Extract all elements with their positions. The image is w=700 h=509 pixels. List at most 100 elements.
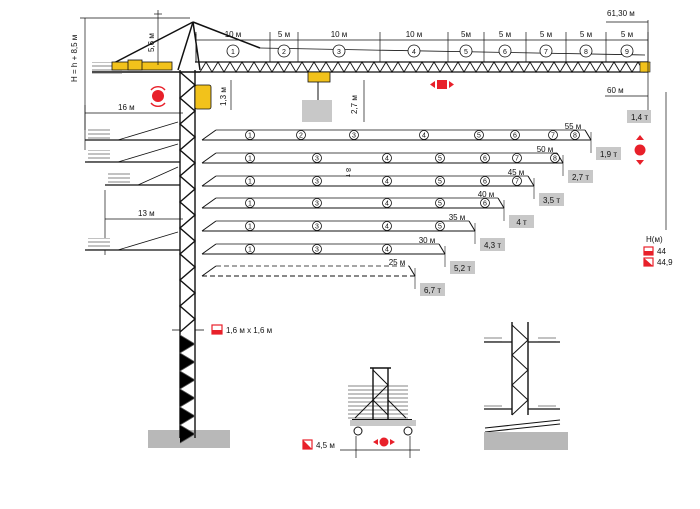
trolley xyxy=(302,71,332,122)
counter-jib-tie xyxy=(117,231,179,251)
jib-section-number: 9 xyxy=(625,49,629,56)
jib-section-number: 5 xyxy=(464,49,468,56)
jib-section-marker xyxy=(332,44,346,58)
jib-section-number: 6 xyxy=(503,49,507,56)
config-section-marker xyxy=(435,176,445,186)
config-section-marker xyxy=(382,153,392,163)
config-section-number: 3 xyxy=(315,247,319,254)
total-length-label: 61,30 м xyxy=(607,9,635,18)
config-section-marker xyxy=(382,221,392,231)
travel-icon xyxy=(379,437,389,447)
config-jib-left xyxy=(201,175,217,187)
config-section-marker xyxy=(548,130,558,140)
counter-jib-variant-label: 13 м xyxy=(138,209,155,218)
config-section-marker xyxy=(245,221,255,231)
config-section-number: 7 xyxy=(515,156,519,163)
config-row: 25 м6,7 т xyxy=(201,258,445,296)
jib-section-marker xyxy=(498,44,512,58)
config-section-marker xyxy=(245,153,255,163)
config-section-marker xyxy=(382,244,392,254)
config-section-number: 5 xyxy=(438,179,442,186)
config-section-marker xyxy=(435,153,445,163)
trolley-travel-icon xyxy=(430,80,454,89)
config-section-number: 1 xyxy=(248,133,252,140)
mast-lower-hatched xyxy=(179,334,196,444)
config-section-marker xyxy=(480,153,490,163)
tip-drop-label: 1,3 м xyxy=(219,87,228,106)
config-section-number: 1 xyxy=(248,179,252,186)
config-section-number: 3 xyxy=(315,224,319,231)
config-section-marker xyxy=(435,198,445,208)
config-reach-label: 50 м xyxy=(537,145,554,154)
jib-segment-length: 5 м xyxy=(540,30,552,39)
config-section-number: 1 xyxy=(248,224,252,231)
counter-jib-variants xyxy=(85,121,180,251)
config-capacity-tag xyxy=(420,283,445,296)
mast-height-label: H = h + 8,5 м xyxy=(70,35,79,82)
jib-section-marker xyxy=(226,44,240,58)
config-section-marker xyxy=(245,130,255,140)
config-capacity-label: 5,2 т xyxy=(454,264,471,273)
config-section-marker xyxy=(312,198,322,208)
tip-capacity-tag xyxy=(627,110,651,123)
config-section-number: 2 xyxy=(299,133,303,140)
tower-head xyxy=(109,21,646,71)
config-section-number: 4 xyxy=(422,133,426,140)
config-section-number: 8 xyxy=(553,156,557,163)
config-capacity-label: 1,9 т xyxy=(600,150,617,159)
base-detail xyxy=(340,367,420,458)
config-section-number: 7 xyxy=(515,179,519,186)
jib-segment-length: 5 м xyxy=(621,30,633,39)
config-section-marker xyxy=(312,221,322,231)
counterweight-block xyxy=(88,128,110,140)
counterweight-block xyxy=(88,150,110,162)
ground-foundation xyxy=(148,430,230,448)
config-section-number: 4 xyxy=(385,179,389,186)
config-section-marker xyxy=(512,176,522,186)
tip-offset-label: 60 м xyxy=(607,86,624,95)
config-jib-left xyxy=(201,129,217,141)
jib-section-number: 2 xyxy=(282,49,286,56)
config-section-marker xyxy=(512,153,522,163)
config-row: 1 3 4 5 6 40 м 4 т xyxy=(201,190,534,228)
config-jib-right xyxy=(497,197,505,209)
config-section-marker xyxy=(570,130,580,140)
config-section-number: 3 xyxy=(315,156,319,163)
height-value-2: 44,9 xyxy=(657,258,673,267)
jib-segment-length: 5 м xyxy=(499,30,511,39)
config-reach-label: 30 м xyxy=(419,236,436,245)
counter-jib-tie xyxy=(117,143,179,163)
height-col-header: H(м) xyxy=(646,235,663,244)
slewing-icon xyxy=(150,86,166,107)
jib-section-marker xyxy=(277,44,291,58)
config-capacity-tag xyxy=(509,215,534,228)
jib-section-marker xyxy=(620,44,634,58)
jib-segment-length: 5м xyxy=(461,30,471,39)
config-section-number: 5 xyxy=(438,201,442,208)
config-section-number: 5 xyxy=(438,156,442,163)
left-dimensions xyxy=(80,10,190,255)
config-reach-label: 40 м xyxy=(478,190,495,199)
config-section-number: 4 xyxy=(385,156,389,163)
jib-segment-length: 5 м xyxy=(580,30,592,39)
config-section-number: 3 xyxy=(315,179,319,186)
config-capacity-label: 4 т xyxy=(516,218,527,227)
config-reach-label: 25 м xyxy=(389,258,406,267)
base-width-indicator: 4,5 м xyxy=(302,437,395,450)
climbing-detail xyxy=(484,322,561,433)
config-capacity-tag xyxy=(480,238,505,251)
config-section-marker xyxy=(245,176,255,186)
config-jib-left xyxy=(201,152,217,164)
config-section-marker xyxy=(349,130,359,140)
config-jib-right xyxy=(527,175,535,187)
config-section-number: 6 xyxy=(483,156,487,163)
config-section-marker xyxy=(245,198,255,208)
jib-section-number: 3 xyxy=(337,49,341,56)
config-section-number: 4 xyxy=(385,224,389,231)
config-jib-right xyxy=(584,129,592,141)
config-section-number: 6 xyxy=(483,201,487,208)
config-section-number: 6 xyxy=(513,133,517,140)
